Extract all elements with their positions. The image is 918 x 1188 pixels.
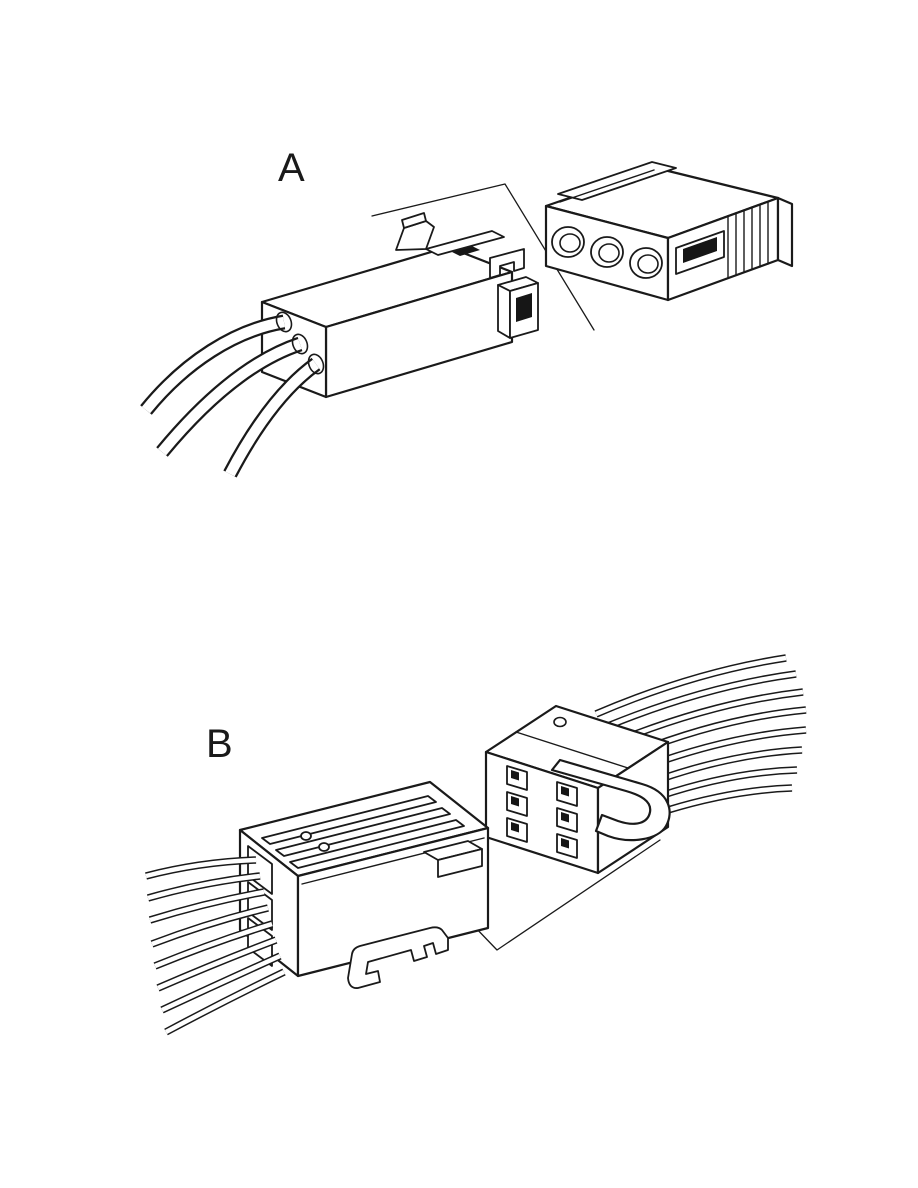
male-connector-b xyxy=(145,780,490,1036)
female-connector-a xyxy=(544,161,794,302)
groove-channels xyxy=(261,795,465,869)
terminal-holes-a xyxy=(551,226,663,279)
male-b-latch-clip xyxy=(347,926,449,989)
latch-spring-strip xyxy=(557,161,677,201)
locator-pin xyxy=(300,831,312,841)
female-b-latch-hook xyxy=(550,758,671,842)
wire-seal-collar xyxy=(291,333,309,355)
latch-spring-edge xyxy=(559,169,655,203)
lock-slot-opening xyxy=(683,237,717,263)
female-grip-ribs-a xyxy=(727,201,769,279)
terminal-cavities-b xyxy=(506,765,578,859)
latch-clevis xyxy=(489,248,525,279)
top-locator-hole xyxy=(553,716,567,728)
latch-cap xyxy=(401,212,427,229)
wire-bundle-bl-core xyxy=(145,857,285,1034)
terminal-tab-side xyxy=(497,284,511,339)
male-b-index-tab xyxy=(423,840,483,878)
male-connector-a xyxy=(140,212,539,478)
female-end-cap xyxy=(776,196,794,268)
wire-bundle-a-core xyxy=(141,316,320,477)
cavity-openings xyxy=(506,765,578,859)
wire-seal-collar xyxy=(307,353,325,375)
terminal-hole-inner xyxy=(598,243,620,263)
wires-b-right xyxy=(594,654,807,814)
cavity-shadows xyxy=(511,770,569,849)
locator-pin xyxy=(318,842,330,852)
wires-a xyxy=(140,311,325,478)
figure-a-illustration xyxy=(140,161,794,478)
wire-bundle-br-core xyxy=(595,655,807,813)
female-b-side-face xyxy=(596,740,670,875)
female-latch-tab-a xyxy=(557,161,677,203)
male-latch-a xyxy=(395,212,525,279)
wires-b-left xyxy=(145,856,286,1036)
grip-ribs xyxy=(727,201,769,279)
terminal-hole-inner xyxy=(637,254,659,274)
terminal-hole-inner xyxy=(559,233,581,253)
terminal-tab-slot xyxy=(516,293,532,322)
top-seam-line xyxy=(515,731,629,769)
top-grooves-b xyxy=(261,795,465,869)
index-tab-front xyxy=(437,848,483,878)
latch-catch-slot xyxy=(452,246,480,256)
figure-b-illustration xyxy=(145,654,807,1036)
female-connector-b xyxy=(484,654,807,875)
female-lock-slot-a xyxy=(675,230,725,275)
figure-b-label: B xyxy=(206,722,233,766)
latch-beam xyxy=(425,230,505,256)
male-terminal-tab-a xyxy=(497,276,539,339)
wire-seal-collar xyxy=(275,311,293,333)
figure-a-label: A xyxy=(278,146,305,190)
